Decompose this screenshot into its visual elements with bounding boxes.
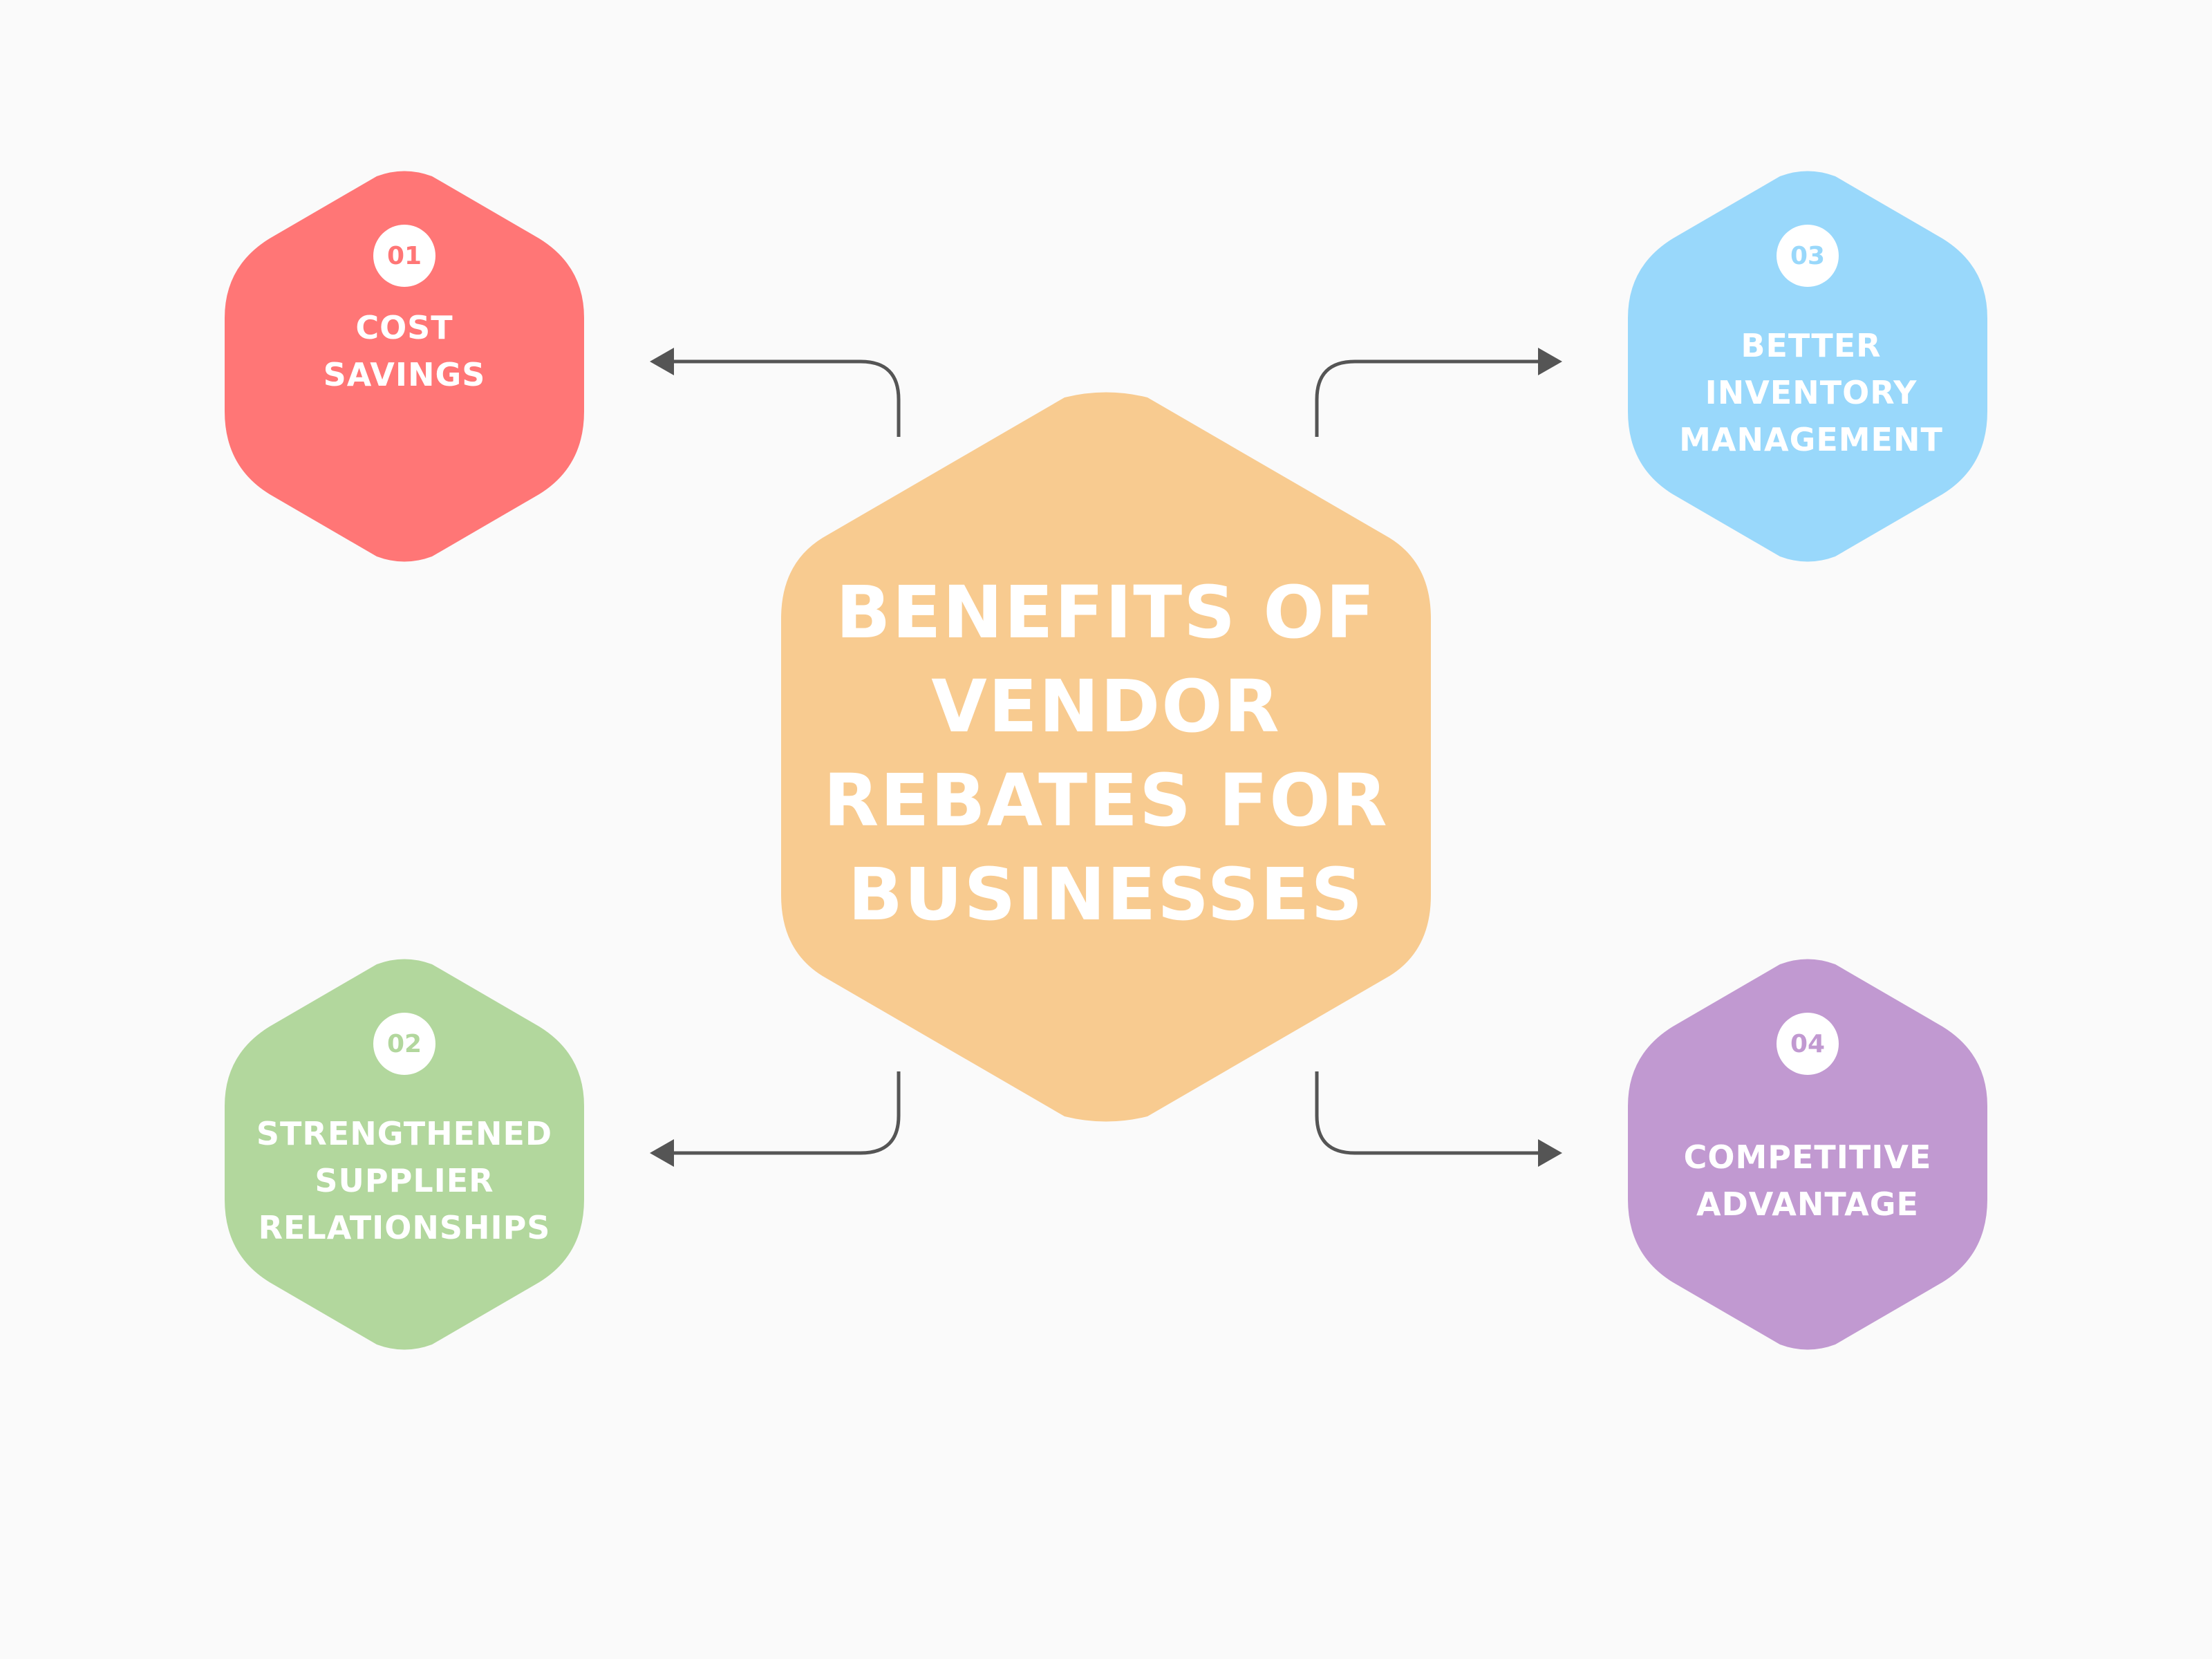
item-04-title: COMPETITIVE ADVANTAGE bbox=[1635, 1134, 1980, 1244]
hexagon-03 bbox=[1628, 171, 1987, 562]
item-title-line: ADVANTAGE bbox=[1696, 1185, 1919, 1223]
hexagon-02 bbox=[225, 959, 584, 1350]
connector-to-02 bbox=[650, 1071, 901, 1167]
item-title-line: COST bbox=[355, 309, 453, 346]
hexagon-04 bbox=[1628, 959, 1987, 1350]
center-title-line: VENDOR bbox=[931, 664, 1281, 749]
item-title-line: RELATIONSHIPS bbox=[258, 1209, 551, 1246]
hexagon-01 bbox=[225, 171, 584, 562]
badge-number: 03 bbox=[1790, 241, 1826, 270]
item-title-line: SUPPLIER bbox=[315, 1162, 494, 1199]
number-badge-03: 03 bbox=[1777, 225, 1839, 287]
number-badge-02: 02 bbox=[373, 1013, 435, 1075]
center-hexagon bbox=[781, 392, 1431, 1122]
center-title-line: REBATES FOR bbox=[823, 758, 1389, 843]
item-title-line: SAVINGS bbox=[323, 356, 486, 393]
connector-to-04 bbox=[1315, 1071, 1562, 1167]
number-badge-01: 01 bbox=[373, 225, 435, 287]
item-title-line: STRENGTHENED bbox=[256, 1115, 553, 1152]
badge-number: 02 bbox=[386, 1029, 422, 1058]
item-03-title: BETTER INVENTORY MANAGEMENT bbox=[1638, 322, 1984, 474]
item-01-title: COST SAVINGS bbox=[232, 304, 577, 456]
item-title-line: MANAGEMENT bbox=[1679, 421, 1943, 458]
connector-to-03 bbox=[1315, 348, 1562, 437]
center-title: BENEFITS OF VENDOR REBATES FOR BUSINESSE… bbox=[802, 553, 1410, 954]
item-title-line: BETTER bbox=[1741, 327, 1882, 364]
connector-to-01 bbox=[650, 348, 901, 437]
item-02-title: STRENGTHENED SUPPLIER RELATIONSHIPS bbox=[232, 1110, 577, 1262]
badge-number: 01 bbox=[386, 241, 422, 270]
number-badge-04: 04 bbox=[1777, 1013, 1839, 1075]
center-title-line: BENEFITS OF bbox=[836, 570, 1376, 655]
badge-number: 04 bbox=[1790, 1029, 1826, 1058]
center-title-line: BUSINESSES bbox=[847, 852, 1365, 937]
item-title-line: COMPETITIVE bbox=[1683, 1138, 1932, 1176]
item-title-line: INVENTORY bbox=[1705, 374, 1918, 411]
